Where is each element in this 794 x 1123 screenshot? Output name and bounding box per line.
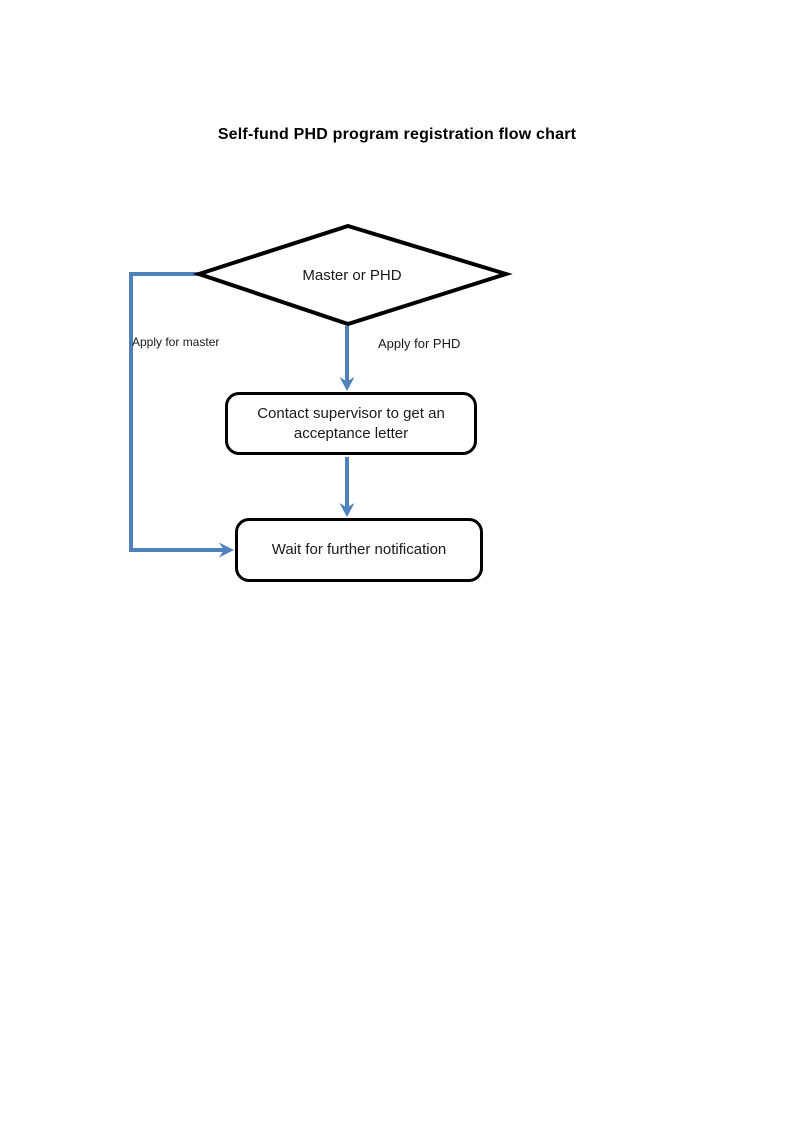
arrowhead-down-icon [339, 377, 355, 391]
branch-label-apply-master: Apply for master [132, 335, 220, 349]
process-box-wait-label: Wait for further notification [271, 541, 447, 558]
process-box-contact-label: Contact supervisor to get an acceptance … [257, 404, 445, 442]
arrowhead-right-icon [219, 542, 234, 558]
decision-label: Master or PHD [302, 266, 402, 284]
arrowhead-down-icon [339, 503, 355, 517]
page-title: Self-fund PHD program registration flow … [217, 126, 577, 143]
connector-apply-master-elbow [129, 272, 224, 552]
process-box-wait-notification: Wait for further notification [235, 518, 483, 582]
process-box-contact-supervisor: Contact supervisor to get an acceptance … [225, 392, 477, 455]
decision-diamond-shape [192, 223, 513, 327]
branch-label-apply-phd: Apply for PHD [378, 336, 461, 351]
